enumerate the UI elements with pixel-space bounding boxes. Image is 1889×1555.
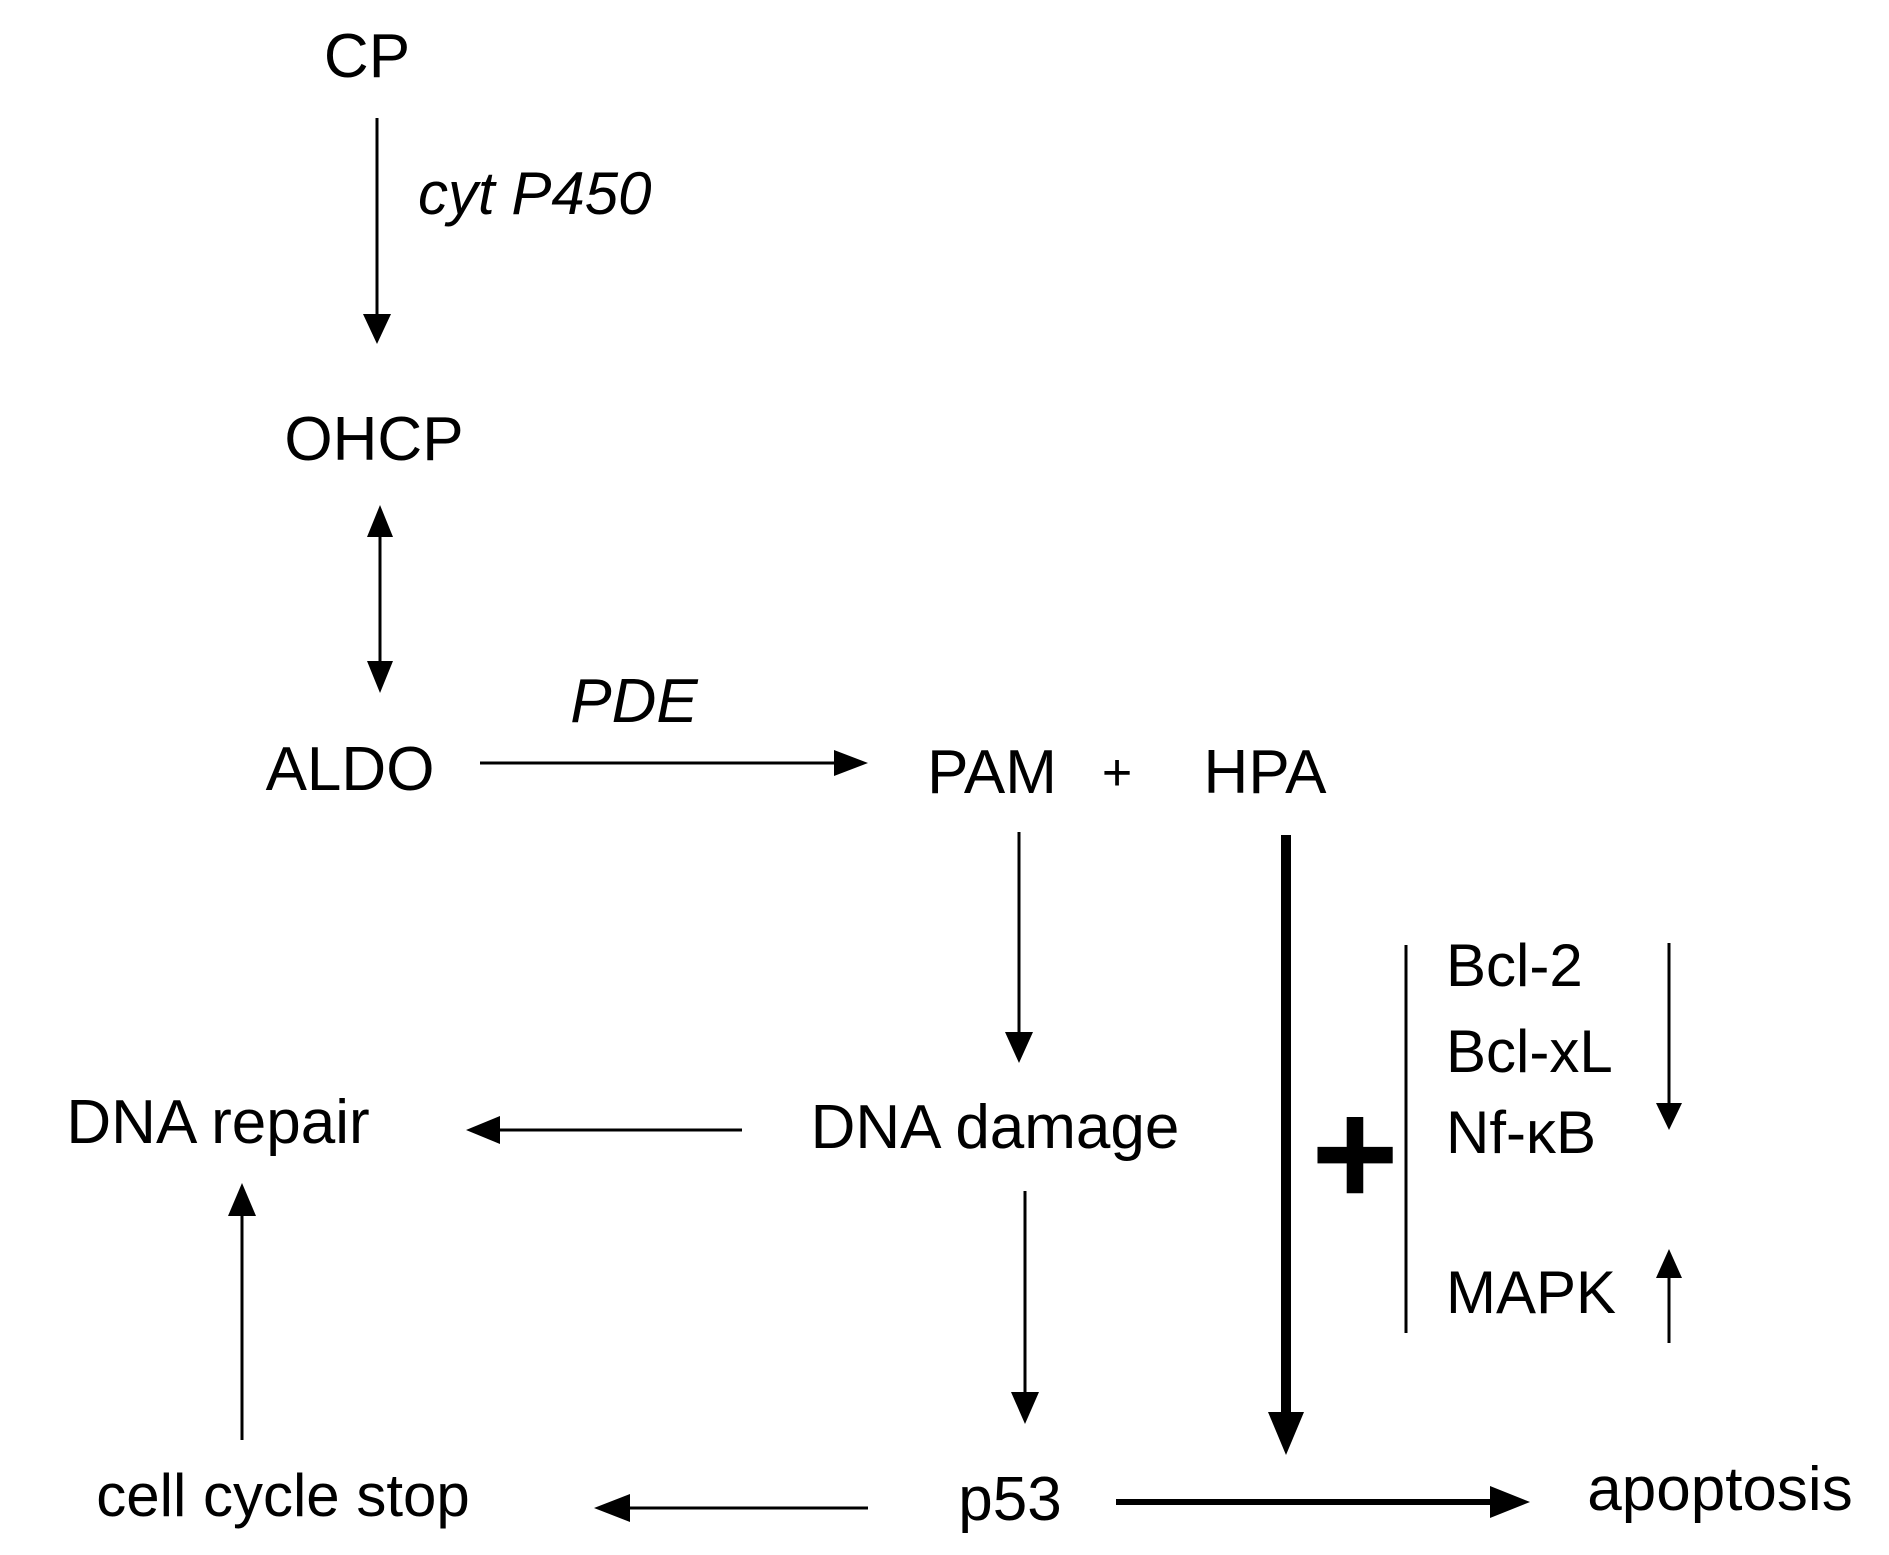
arrow-p53-to-cell-cycle-stop (594, 1494, 868, 1522)
node-pam: PAM (927, 738, 1057, 807)
node-p53: p53 (958, 1465, 1061, 1534)
node-dna-damage: DNA damage (811, 1093, 1180, 1162)
node-hpa: HPA (1204, 738, 1328, 807)
arrow-dna-damage-to-dna-repair (466, 1116, 742, 1144)
up-regulation-arrow (1656, 1249, 1682, 1343)
modulator-bcl-2: Bcl-2 (1446, 932, 1583, 999)
arrow-cp-to-ohcp (363, 118, 391, 344)
node-aldo: ALDO (266, 735, 435, 804)
node-ohcp: OHCP (284, 405, 463, 474)
plus-big: + (1311, 1069, 1399, 1237)
modulator-nf-kb: Nf-κB (1446, 1099, 1596, 1166)
enzyme-label-cyt-p450: cyt P450 (418, 160, 651, 227)
node-cp: CP (324, 22, 410, 91)
modulator-bcl-xl: Bcl-xL (1446, 1018, 1613, 1085)
arrow-pam-to-dna-damage (1005, 832, 1033, 1063)
arrow-ohcp-aldo-bidirectional (367, 505, 393, 693)
arrow-p53-to-apoptosis (1116, 1486, 1530, 1518)
modulator-mapk: MAPK (1446, 1259, 1616, 1326)
plus-small: + (1102, 744, 1132, 802)
node-apoptosis: apoptosis (1587, 1455, 1852, 1524)
down-regulation-arrow (1656, 943, 1682, 1130)
arrow-aldo-to-pam (480, 750, 868, 776)
arrow-hpa-thick (1268, 835, 1304, 1455)
node-cell-cycle-stop: cell cycle stop (96, 1462, 469, 1529)
node-dna-repair: DNA repair (66, 1088, 369, 1157)
arrow-dna-damage-to-p53 (1011, 1191, 1039, 1424)
enzyme-label-pde: PDE (570, 667, 698, 736)
arrow-cell-cycle-stop-to-dna-repair (228, 1183, 256, 1440)
